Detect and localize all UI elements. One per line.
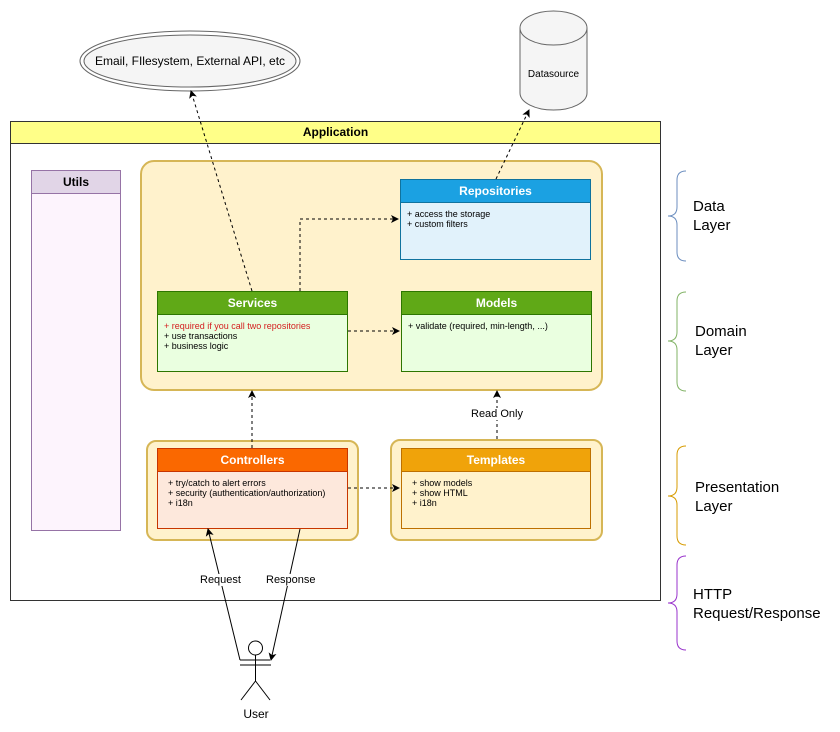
layer-label-presentation: Presentation Layer	[695, 478, 779, 516]
brace-http-layer	[667, 555, 687, 651]
datasource-label: Datasource	[527, 69, 580, 80]
datasource-cylinder	[519, 10, 588, 111]
layer-label-http: HTTP Request/Response	[693, 585, 821, 623]
models-line: + validate (required, min-length, ...)	[408, 321, 548, 331]
services-line: + business logic	[164, 341, 229, 351]
layer-label-line: Presentation	[695, 479, 780, 496]
templates-line: + show models	[412, 478, 473, 488]
services-highlight: + required if you call two repositories	[164, 321, 311, 331]
controllers-body: + try/catch to alert errors+ security (a…	[158, 471, 347, 515]
templates-title: Templates	[401, 448, 591, 472]
layer-label-data: Data Layer	[693, 197, 731, 235]
models-title: Models	[401, 291, 592, 315]
services-box: Services + required if you call two repo…	[157, 291, 348, 372]
layer-label-line: Data	[693, 198, 725, 215]
brace-domain-layer	[667, 291, 687, 392]
templates-line: + i18n	[412, 498, 437, 508]
models-body: + validate (required, min-length, ...)	[402, 314, 591, 338]
controllers-line: + try/catch to alert errors	[168, 478, 266, 488]
utils-container	[31, 170, 121, 531]
read-only-label: Read Only	[470, 408, 524, 420]
layer-label-line: HTTP	[693, 586, 733, 603]
edge-response	[268, 528, 301, 661]
repositories-box: Repositories + access the storage+ custo…	[400, 179, 591, 260]
response-label: Response	[265, 574, 317, 586]
repositories-title: Repositories	[400, 179, 591, 203]
services-line: + use transactions	[164, 331, 238, 341]
layer-label-line: Layer	[695, 498, 733, 515]
services-title: Services	[157, 291, 348, 315]
user-actor-icon	[240, 640, 271, 701]
controllers-title: Controllers	[157, 448, 348, 472]
external-services-label: Email, FIlesystem, External API, etc	[94, 54, 286, 68]
templates-body: + show models+ show HTML+ i18n	[402, 471, 590, 515]
controllers-box: Controllers + try/catch to alert errors+…	[157, 448, 348, 529]
layer-label-line: Domain	[695, 323, 747, 340]
models-box: Models + validate (required, min-length,…	[401, 291, 592, 372]
edge-services-external	[189, 90, 253, 292]
external-services-ellipse	[79, 30, 301, 92]
layer-label-line: Request/Response	[693, 605, 821, 622]
request-label: Request	[199, 574, 242, 586]
layer-label-domain: Domain Layer	[695, 322, 747, 360]
services-body: + required if you call two repositories+…	[158, 314, 347, 358]
templates-box: Templates + show models+ show HTML+ i18n	[401, 448, 591, 529]
application-title: Application	[10, 121, 661, 144]
layer-label-line: Layer	[695, 342, 733, 359]
brace-presentation-layer	[667, 445, 687, 546]
brace-data-layer	[667, 170, 687, 262]
user-label: User	[243, 707, 269, 721]
utils-title: Utils	[31, 170, 121, 194]
templates-line: + show HTML	[412, 488, 468, 498]
edge-repositories-datasource	[495, 109, 530, 180]
edge-request	[205, 528, 241, 661]
controllers-line: + i18n	[168, 498, 193, 508]
edge-services-repositories	[299, 215, 399, 291]
repositories-line: + custom filters	[407, 219, 468, 229]
layer-label-line: Layer	[693, 217, 731, 234]
repositories-line: + access the storage	[407, 209, 491, 219]
controllers-line: + security (authentication/authorization…	[168, 488, 326, 498]
repositories-body: + access the storage+ custom filters	[401, 202, 590, 236]
